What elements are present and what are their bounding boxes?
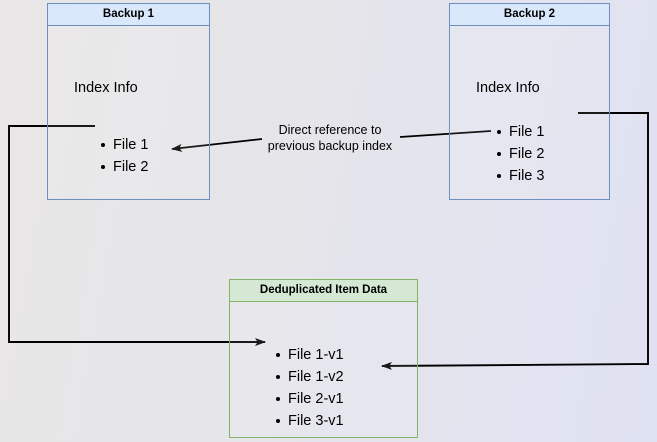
list-item: File 2 (495, 143, 544, 165)
backup-1-file-list: File 1 File 2 (99, 134, 148, 178)
backup-2-index-info-label: Index Info (476, 80, 540, 96)
edge-label-line-1: Direct reference to (278, 123, 382, 137)
list-item: File 1-v1 (274, 344, 344, 366)
node-backup-1-body: Index Info File 1 File 2 (48, 26, 209, 199)
backup-1-index-info-label: Index Info (74, 80, 138, 96)
node-backup-2-header: Backup 2 (450, 4, 609, 26)
backup-2-file-list: File 1 File 2 File 3 (495, 121, 544, 187)
edge-label-direct-reference: Direct reference to previous backup inde… (264, 122, 396, 154)
list-item: File 3-v1 (274, 410, 344, 432)
node-backup-1-header: Backup 1 (48, 4, 209, 26)
list-item: File 3 (495, 165, 544, 187)
node-dedup-header: Deduplicated Item Data (230, 280, 417, 302)
edge-backup2-to-dedup (381, 112, 649, 370)
node-dedup-body: File 1-v1 File 1-v2 File 2-v1 File 3-v1 (230, 302, 417, 437)
list-item: File 2 (99, 156, 148, 178)
list-item: File 1 (99, 134, 148, 156)
node-backup-2-body: Index Info File 1 File 2 File 3 (450, 26, 609, 199)
edge-backup1-to-dedup (8, 125, 266, 346)
node-deduplicated-item-data[interactable]: Deduplicated Item Data File 1-v1 File 1-… (229, 279, 418, 438)
node-backup-2[interactable]: Backup 2 Index Info File 1 File 2 File 3 (449, 3, 610, 200)
edge-direct-reference (171, 130, 492, 152)
list-item: File 1 (495, 121, 544, 143)
dedup-file-list: File 1-v1 File 1-v2 File 2-v1 File 3-v1 (274, 344, 344, 432)
node-backup-1[interactable]: Backup 1 Index Info File 1 File 2 (47, 3, 210, 200)
edge-label-line-2: previous backup index (267, 139, 393, 153)
list-item: File 1-v2 (274, 366, 344, 388)
list-item: File 2-v1 (274, 388, 344, 410)
